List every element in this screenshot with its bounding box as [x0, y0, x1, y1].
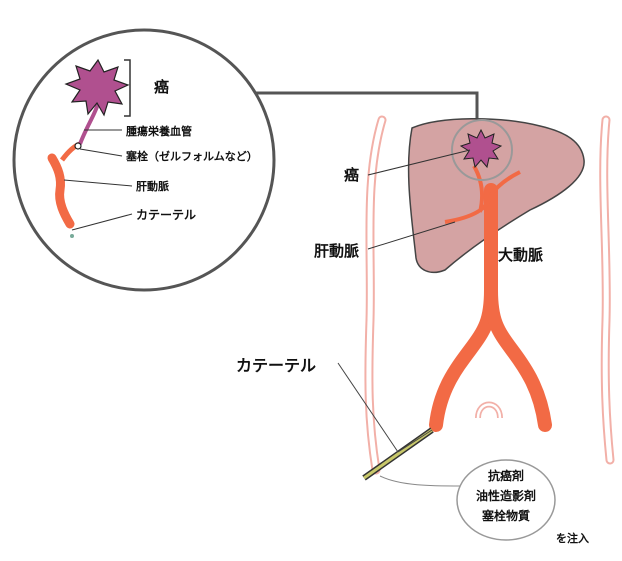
zoom-embolus-label: 塞栓（ゼルフォルムなど）: [126, 148, 258, 164]
inject-label: を注入: [556, 530, 589, 546]
zoom-tumor-vessel-label: 腫瘍栄養血管: [126, 123, 192, 139]
body-aorta-label: 大動脈: [498, 244, 543, 265]
zoom-hepatic-artery-label: 肝動脈: [136, 178, 169, 194]
zoom-catheter-label: カテーテル: [136, 206, 196, 223]
body-catheter-label: カテーテル: [236, 352, 316, 376]
body-hepatic-artery-label: 肝動脈: [314, 240, 359, 261]
injection-agents: 抗癌剤 油性造影剤 塞栓物質: [462, 466, 550, 526]
zoom-embolus: [75, 143, 81, 149]
zoom-connector-line: [252, 93, 477, 118]
body-cancer-label: 癌: [344, 164, 359, 185]
agent-embolic: 塞栓物質: [462, 506, 550, 526]
agent-anticancer: 抗癌剤: [462, 466, 550, 486]
agent-contrast: 油性造影剤: [462, 486, 550, 506]
zoom-cancer-label: 癌: [154, 76, 169, 97]
